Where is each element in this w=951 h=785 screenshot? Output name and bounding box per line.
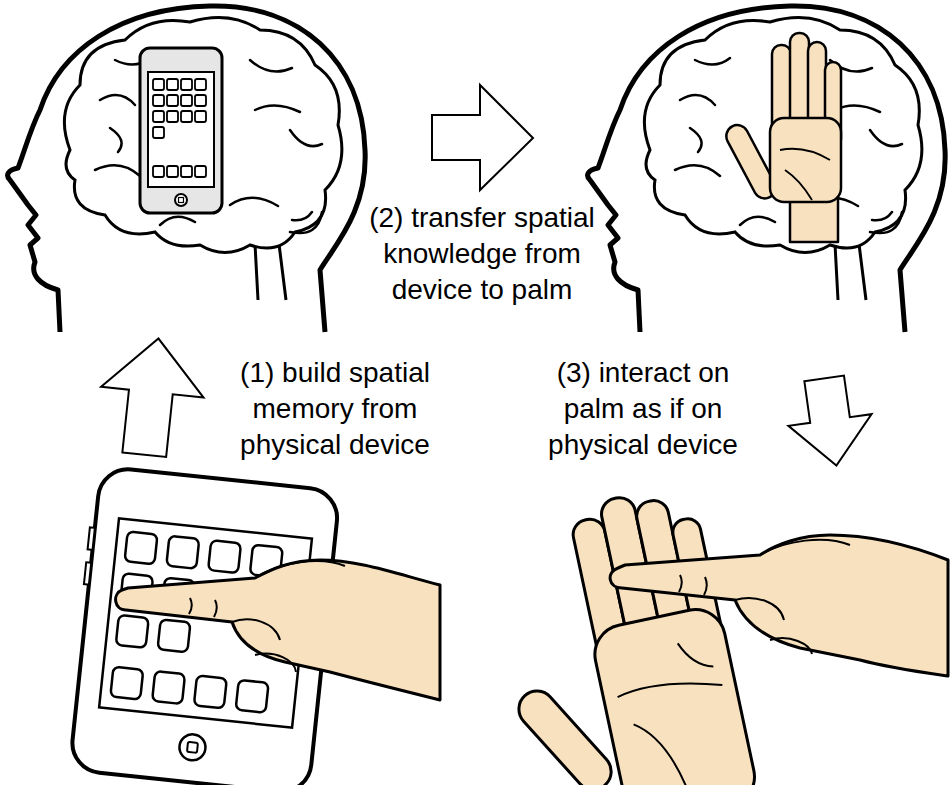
flow-arrow — [432, 85, 533, 190]
phone-in-mind-part-part — [181, 111, 192, 122]
physical-phone-part — [84, 562, 91, 584]
phone-in-mind-part-part — [153, 127, 164, 138]
phone-in-mind-part-part — [167, 95, 178, 106]
phone-in-mind-part-part — [153, 166, 164, 177]
phone-in-mind-part-part — [153, 95, 164, 106]
phone-in-mind-part — [140, 48, 222, 213]
step-label: (1) build spatial memory from physical d… — [217, 355, 453, 463]
phone-in-mind-part — [179, 198, 184, 203]
pointing-hand-part — [189, 561, 345, 672]
physical-phone-part-part — [236, 680, 269, 713]
pointing-hand-part — [610, 535, 948, 676]
physical-phone-part-part — [208, 540, 241, 573]
pointing-hand-part — [116, 560, 440, 700]
physical-phone-part — [187, 742, 198, 753]
head-profile — [8, 6, 366, 332]
physical-phone-part-part — [166, 536, 199, 569]
phone-in-mind-part-part — [195, 79, 206, 90]
phone-in-mind-part — [153, 79, 206, 177]
physical-phone-part-part — [152, 671, 185, 704]
pointing-hand — [116, 560, 440, 700]
palm-in-mind-part — [780, 149, 830, 200]
flow-arrow — [783, 373, 878, 472]
physical-phone-part-part — [116, 615, 149, 648]
physical-phone-part-part — [194, 675, 227, 708]
step-label: (3) interact on palm as if on physical d… — [525, 355, 761, 463]
physical-phone-part-part — [125, 531, 158, 564]
phone-in-mind-part-part — [167, 166, 178, 177]
physical-phone-part — [88, 527, 95, 549]
palm-in-mind-part — [770, 118, 841, 202]
head-profile — [588, 6, 946, 332]
pointing-hand — [610, 535, 948, 676]
phone-in-mind-part — [148, 72, 214, 187]
phone-in-mind-part-part — [195, 111, 206, 122]
phone-in-mind-part-part — [181, 95, 192, 106]
phone-in-mind-part-part — [153, 111, 164, 122]
phone-in-mind-part-part — [181, 79, 192, 90]
phone-in-mind-part-part — [167, 111, 178, 122]
palm-in-mind — [722, 33, 841, 242]
physical-phone-part — [178, 733, 207, 762]
open-palm — [473, 482, 760, 785]
open-palm-part — [589, 604, 760, 785]
phone-in-mind-part-part — [167, 79, 178, 90]
flow-arrow — [95, 333, 210, 460]
physical-phone-part-part — [110, 667, 143, 700]
phone-in-mind-part-part — [181, 166, 192, 177]
phone-in-mind — [140, 48, 222, 213]
phone-in-mind-part — [175, 194, 187, 206]
open-palm-part — [609, 636, 743, 785]
phone-in-mind-part-part — [153, 79, 164, 90]
phone-in-mind-part-part — [195, 166, 206, 177]
physical-phone-part-part — [158, 619, 191, 652]
phone-in-mind-part-part — [195, 95, 206, 106]
step-label: (2) transfer spatial knowledge from devi… — [364, 200, 600, 308]
pointing-hand-part — [679, 540, 850, 654]
